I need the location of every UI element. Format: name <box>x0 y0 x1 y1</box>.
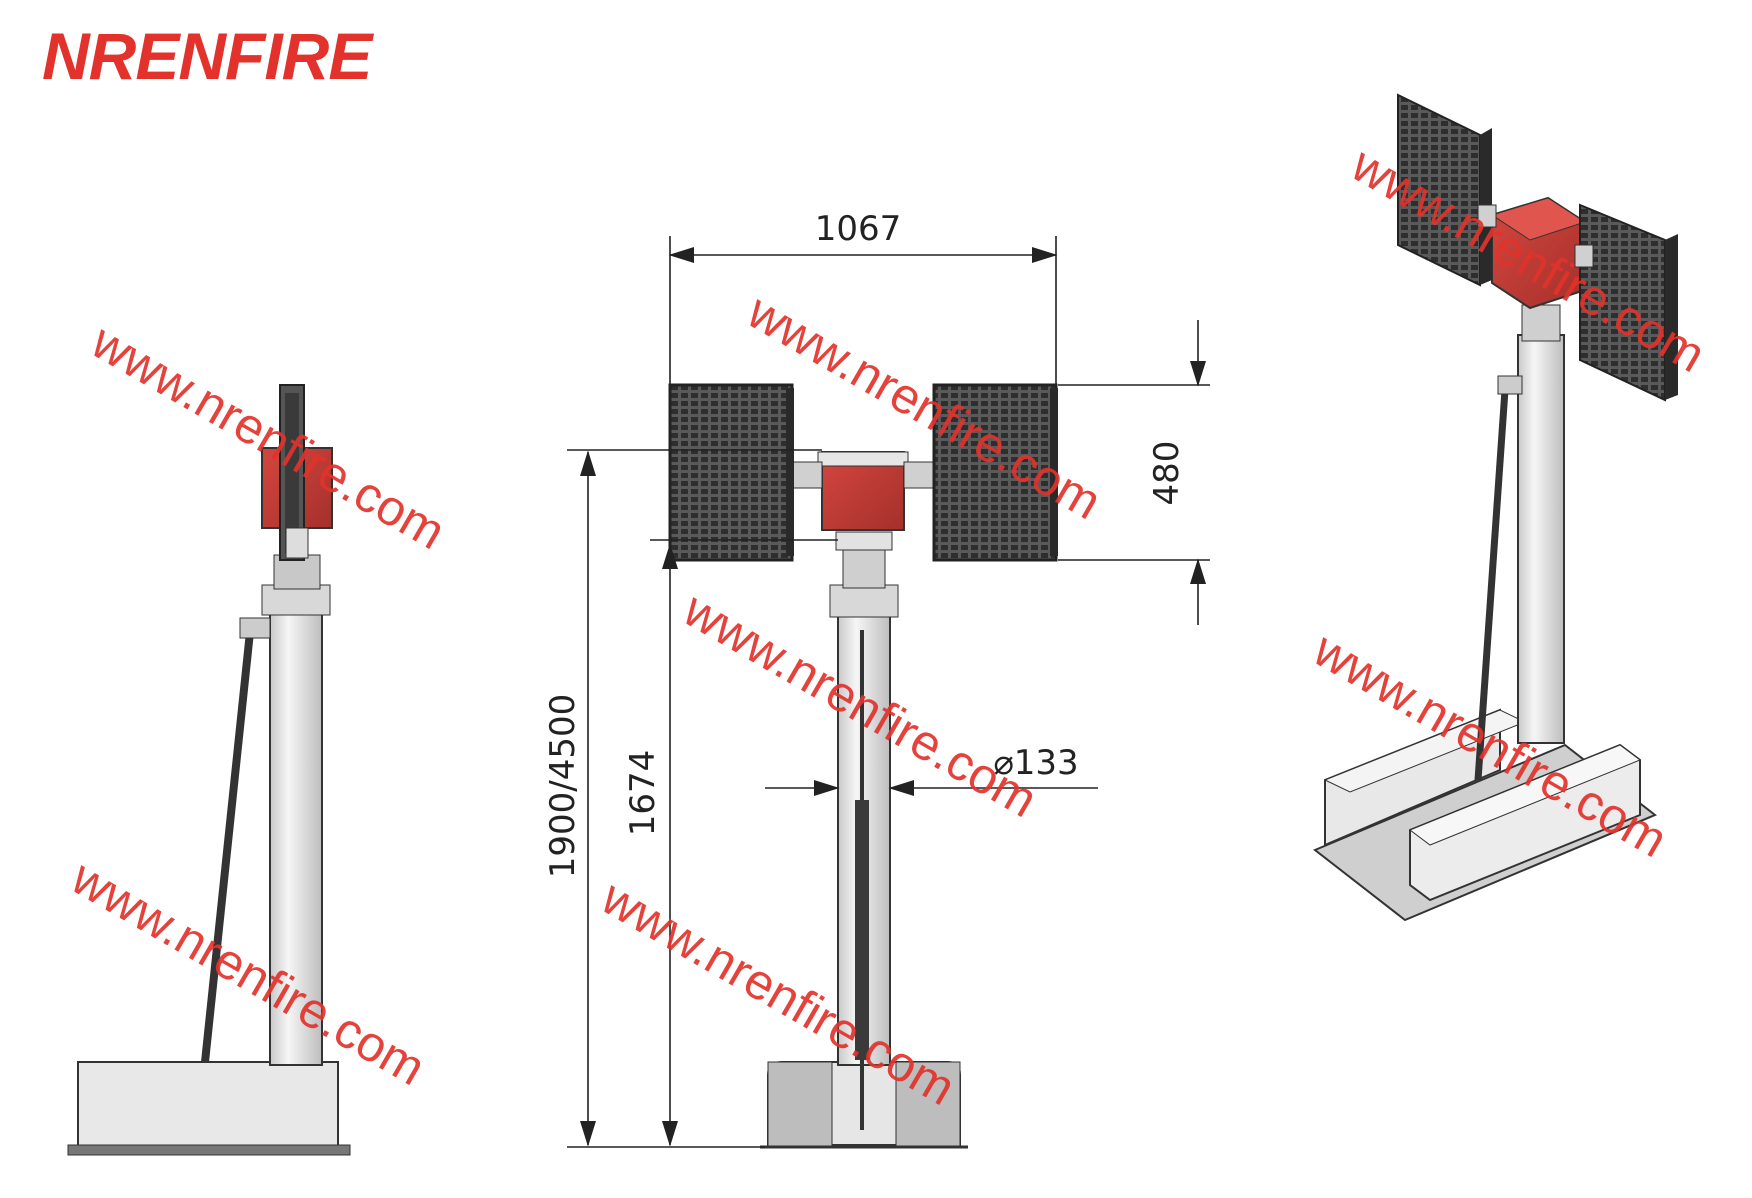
front-view-drawing <box>668 383 1058 1149</box>
side-view-drawing <box>67 384 351 1156</box>
iso-view-drawing <box>1313 93 1678 922</box>
watermark-2: www.nrenfire.com <box>62 849 435 1097</box>
brand-logo: NRENFIRE <box>42 19 372 93</box>
diameter-label: ⌀133 <box>993 743 1078 783</box>
width-label: 1067 <box>815 209 902 249</box>
mast-height-label: 1674 <box>623 750 663 837</box>
head-height-label: 480 <box>1147 441 1187 506</box>
dimension-labels: 1067 480 ⌀133 1674 1900/4500 <box>543 209 1187 878</box>
total-height-label: 1900/4500 <box>543 694 583 879</box>
dimension-lines <box>567 236 1210 1148</box>
